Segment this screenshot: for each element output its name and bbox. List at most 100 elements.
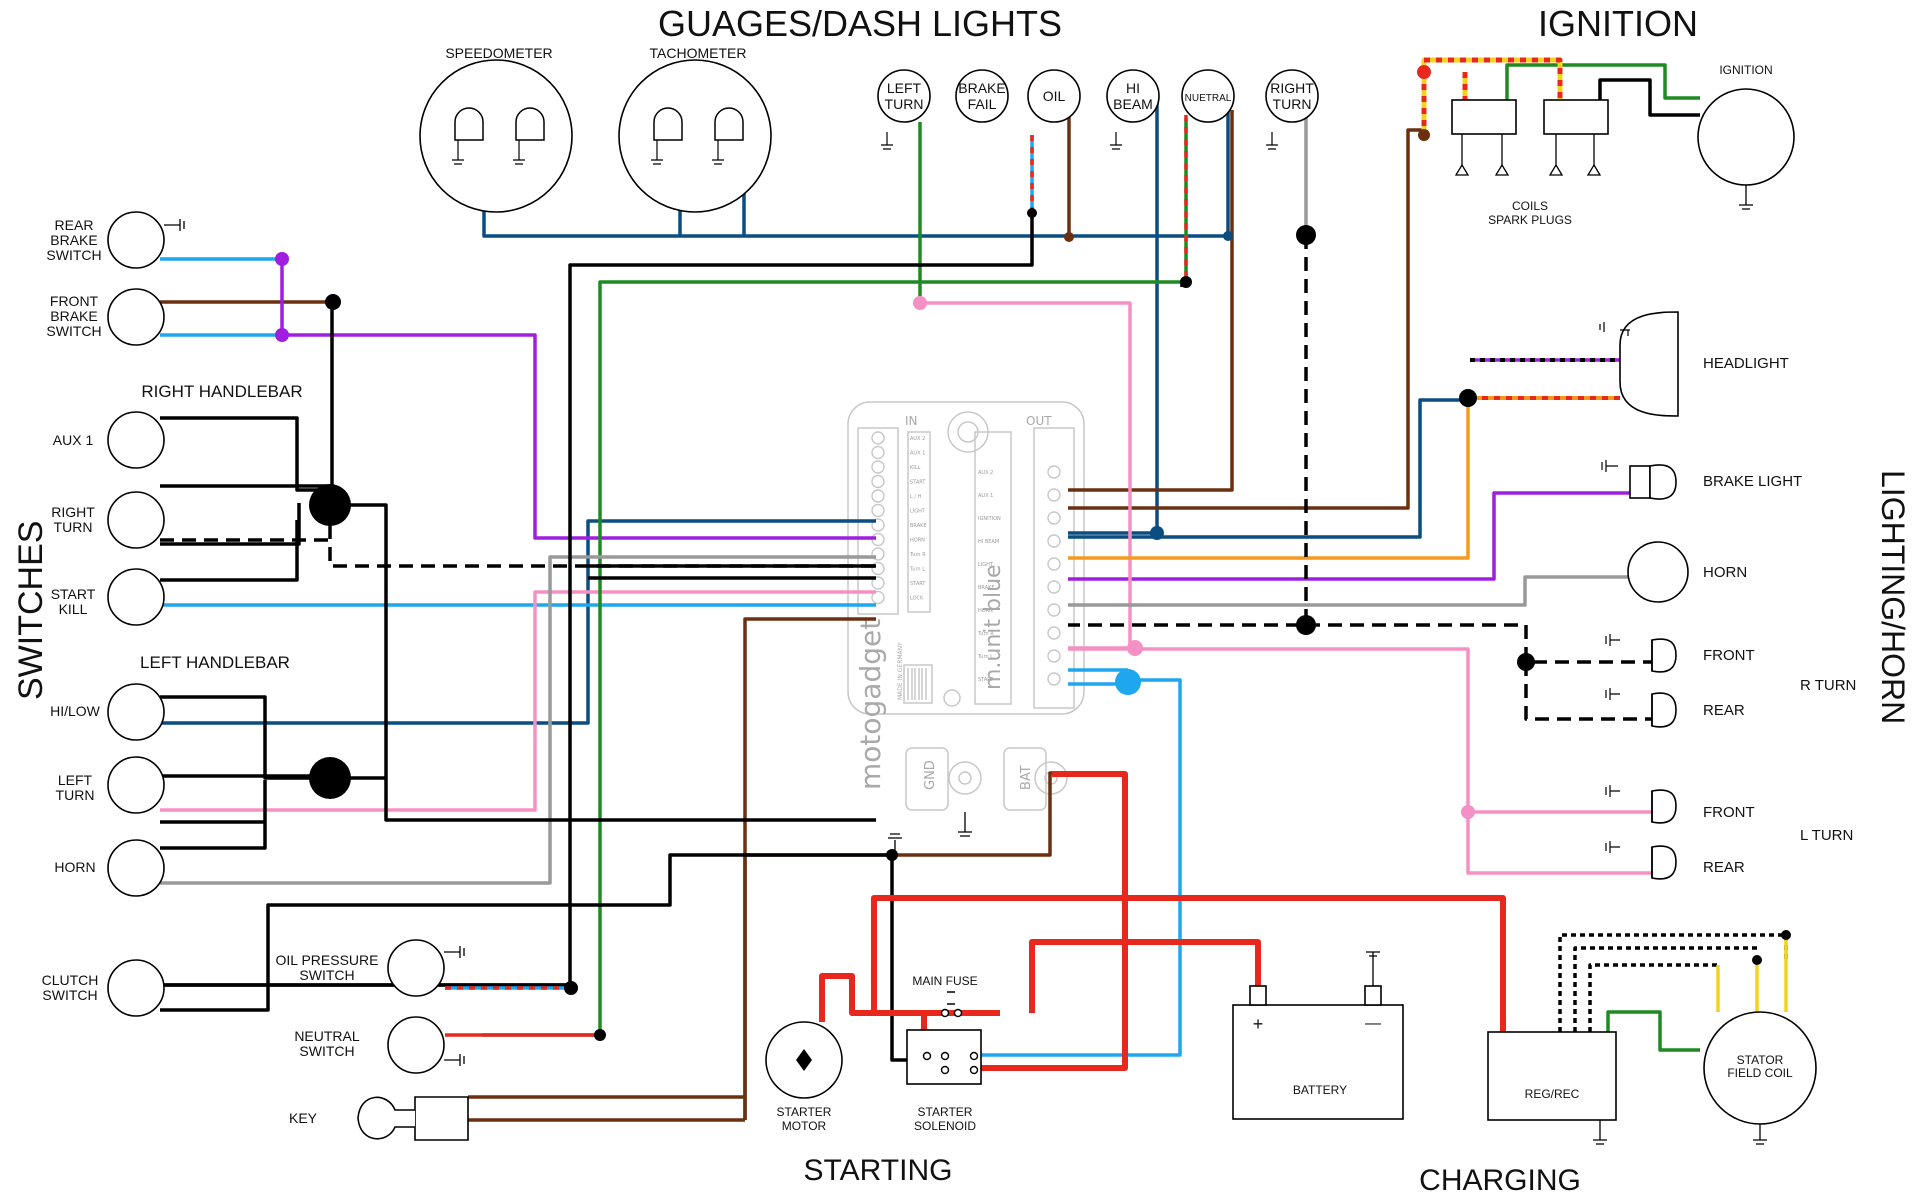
- module-gnd-label: GND: [923, 760, 938, 790]
- in-pin-label: L / H: [910, 494, 922, 500]
- module-brand: motogadget: [854, 619, 887, 790]
- junction-dot-pink: [1127, 640, 1143, 656]
- wire-ignition-coil-2: [1598, 78, 1700, 117]
- module-logo-mark: [943, 689, 961, 707]
- rear-brake-label-2: BRAKE: [50, 232, 97, 248]
- in-pin-terminal: [871, 474, 885, 489]
- coil-1: [1451, 99, 1517, 135]
- front-brake-label-1: FRONT: [50, 293, 99, 309]
- reg-rec-label: REG/REC: [1525, 1087, 1580, 1101]
- out-pin-label: IGNITION: [978, 516, 1001, 522]
- gnd-stud-center: [958, 771, 972, 785]
- starter-solenoid-label-1: STARTER: [918, 1105, 973, 1119]
- module-mount-nut: [957, 421, 979, 443]
- l-front-label: FRONT: [1703, 804, 1755, 821]
- l-rear-label: REAR: [1703, 859, 1745, 876]
- brake-fail-label-2: FAIL: [968, 96, 997, 112]
- out-pin-label: Turn L: [977, 654, 993, 660]
- section-lighting-title: LIGHTING/HORN: [1875, 470, 1911, 724]
- junction-dot-pink: [1461, 805, 1475, 819]
- junction-dot: [1027, 208, 1037, 218]
- l-turn-label: L TURN: [1800, 827, 1853, 844]
- in-pin-label: BRAKE: [910, 523, 927, 529]
- wire-horn-out: [1068, 575, 1635, 607]
- section-ignition-title: IGNITION: [1538, 3, 1698, 44]
- module-gnd-terminal: [905, 747, 949, 811]
- junction-dot-brown: [1064, 232, 1074, 242]
- wire-hi-beam-out: [1068, 398, 1470, 539]
- ground-symbols: [164, 219, 465, 1066]
- clutch-label-1: CLUTCH: [42, 972, 99, 988]
- oil-pressure-switch: [387, 939, 445, 997]
- right-turn-indicator-label-2: TURN: [1273, 96, 1312, 112]
- wire-right-turn-out: [1068, 235, 1308, 627]
- hi-beam-label-1: HI: [1126, 80, 1140, 96]
- junction-dot: [1459, 389, 1477, 407]
- wire-hi-beam-indicator: [1068, 100, 1159, 535]
- brake-light-label: BRAKE LIGHT: [1703, 473, 1802, 490]
- r-front-turn-lamp: [1651, 638, 1677, 673]
- speedometer-gauge: [419, 59, 573, 213]
- battery-plus: +: [1253, 1014, 1264, 1034]
- left-turn-indicator-label-2: TURN: [885, 96, 924, 112]
- aux1-label: AUX 1: [53, 432, 94, 448]
- right-turn-switch-label-2: TURN: [54, 519, 93, 535]
- solenoid-terminals: [922, 1008, 979, 1075]
- r-rear-label: REAR: [1703, 702, 1745, 719]
- headlight-label: HEADLIGHT: [1703, 355, 1789, 372]
- wire-right-handlebar-feed: [330, 503, 876, 822]
- lighting-group: [1599, 311, 1689, 880]
- right-turn-switch: [107, 491, 165, 549]
- neutral-indicator-label: NUETRAL: [1185, 93, 1232, 104]
- stator-label-1: STATOR: [1737, 1053, 1784, 1067]
- out-pin-terminal: [1047, 557, 1061, 571]
- hi-low-switch: [107, 683, 165, 741]
- battery-positive-terminal: [1249, 985, 1267, 1006]
- headlight-lamp: [1619, 311, 1679, 417]
- wires: [160, 57, 1788, 1122]
- junction-dot: [594, 1029, 606, 1041]
- wire-neutral-light: [1068, 110, 1234, 492]
- in-pin-label: AUX 2: [910, 436, 925, 442]
- out-pin-terminal: [1047, 626, 1061, 640]
- in-pin-terminal: [871, 489, 885, 503]
- wire-headlight-orange: [1068, 400, 1470, 560]
- wire-aux1: [160, 416, 330, 492]
- front-brake-label-3: SWITCH: [46, 323, 101, 339]
- in-pin-label: AUX 1: [910, 451, 925, 457]
- right-turn-indicator-label-1: RIGHT: [1270, 80, 1314, 96]
- hi-beam-label-2: BEAM: [1113, 96, 1153, 112]
- ignition-label: IGNITION: [1719, 63, 1772, 77]
- junction-dot-red: [1417, 65, 1431, 79]
- ground-symbols: [881, 132, 1278, 150]
- in-pin-terminal: [871, 460, 885, 474]
- horn-switch-label: HORN: [54, 859, 95, 875]
- junction-dot-large: [309, 757, 351, 799]
- junction-dot: [1296, 225, 1316, 245]
- gauge-bulbs: [454, 107, 744, 141]
- in-pin-label: LIGHT: [910, 509, 926, 515]
- junctions: [309, 208, 1791, 1041]
- junction-dot: [1296, 615, 1316, 635]
- out-pin-label: LIGHT: [978, 562, 994, 568]
- wire-brake-switch-signal: [160, 257, 282, 337]
- out-pin-label: HI BEAM: [978, 539, 999, 545]
- oil-indicator: [1027, 69, 1081, 123]
- junction-dot: [564, 981, 578, 995]
- wire-gauges-bus: [482, 110, 1230, 238]
- left-handlebar-label: LEFT HANDLEBAR: [140, 653, 290, 672]
- module-barcode: [903, 664, 933, 704]
- wire-start-lock: [588, 564, 876, 580]
- front-brake-label-2: BRAKE: [50, 308, 97, 324]
- brake-light-base: [1629, 465, 1651, 499]
- wire-clutch-switch: [160, 853, 892, 1012]
- stator-label-2: FIELD COIL: [1727, 1066, 1793, 1080]
- out-pin-label: Turn R: [977, 631, 994, 637]
- junction-dot-blue: [1223, 231, 1233, 241]
- junction-dot-pink: [913, 296, 927, 310]
- coil-2: [1543, 99, 1609, 135]
- junction-dot: [1752, 955, 1762, 965]
- in-pin-terminal: [871, 576, 885, 590]
- l-front-turn-lamp: [1651, 789, 1677, 824]
- wire-hi-low: [160, 519, 876, 725]
